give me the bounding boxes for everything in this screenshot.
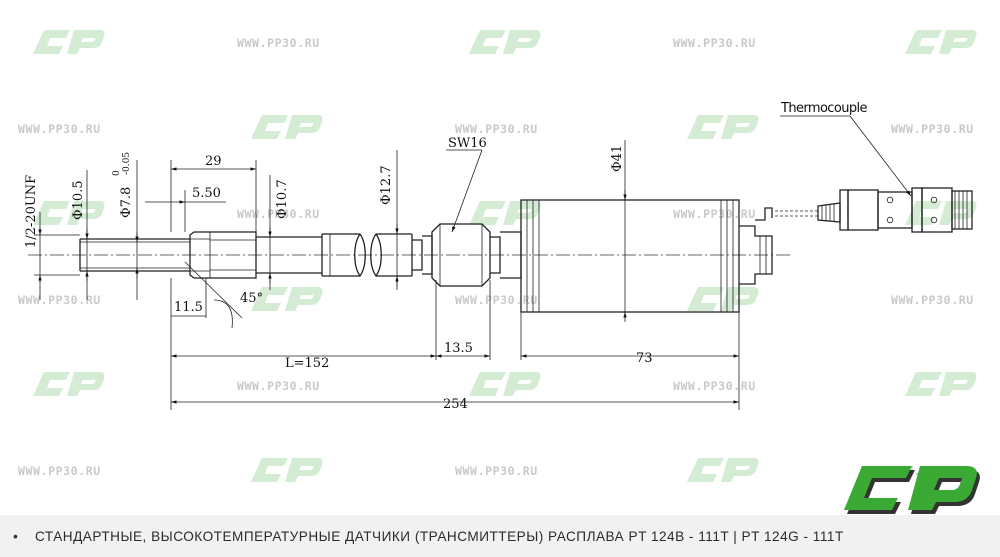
watermark-logo-icon bbox=[905, 201, 977, 225]
watermark-text: WWW.PP30.RU bbox=[237, 379, 320, 393]
watermark-text: WWW.PP30.RU bbox=[18, 122, 101, 136]
brand-logo-p bbox=[908, 466, 977, 510]
dim-29-label: 29 bbox=[205, 154, 222, 169]
watermark-logo-icon bbox=[905, 372, 977, 396]
footer-bar: • СТАНДАРТНЫЕ, ВЫСОКОТЕМПЕРАТУРНЫЕ ДАТЧИ… bbox=[0, 515, 1000, 557]
watermark-text: WWW.PP30.RU bbox=[673, 207, 756, 221]
dia-10-5-label: Φ10.5 bbox=[71, 180, 86, 220]
watermark-text: WWW.PP30.RU bbox=[18, 293, 101, 307]
watermark-text: WWW.PP30.RU bbox=[455, 293, 538, 307]
sw-label: SW16 bbox=[448, 136, 487, 151]
technical-drawing: WWW.PP30.RU WWW.PP30.RU WWW.PP30.RU WWW.… bbox=[18, 30, 977, 482]
watermark-logo-icon bbox=[469, 201, 541, 225]
dia-12-7-label: Φ12.7 bbox=[379, 165, 394, 205]
watermark-logo-icon bbox=[687, 115, 759, 139]
watermark-text: WWW.PP30.RU bbox=[18, 464, 101, 478]
watermark-text: WWW.PP30.RU bbox=[237, 36, 320, 50]
dimension-lines bbox=[34, 115, 912, 410]
watermark-logo-icon bbox=[33, 201, 105, 225]
watermark-text: WWW.PP30.RU bbox=[891, 122, 974, 136]
watermark-text: WWW.PP30.RU bbox=[673, 379, 756, 393]
footer-caption: СТАНДАРТНЫЕ, ВЫСОКОТЕМПЕРАТУРНЫЕ ДАТЧИКИ… bbox=[35, 528, 844, 544]
dia-10-7-label: Φ10.7 bbox=[275, 179, 290, 219]
brand-logo-icon bbox=[844, 466, 980, 514]
dim-13-5-label: 13.5 bbox=[444, 341, 473, 356]
footer-bullet: • bbox=[13, 528, 18, 544]
dia-41-label: Φ41 bbox=[610, 145, 625, 172]
watermark-text: WWW.PP30.RU bbox=[237, 207, 320, 221]
watermark-logo-icon bbox=[687, 458, 759, 482]
tol-lower-label: -0.05 bbox=[122, 152, 132, 175]
dim-L-label: L=152 bbox=[285, 356, 329, 371]
watermark-logo-icon bbox=[33, 30, 105, 54]
thread-label: 1/2-20UNF bbox=[24, 175, 39, 248]
watermark-logo-icon bbox=[469, 372, 541, 396]
watermark-layer: WWW.PP30.RU WWW.PP30.RU WWW.PP30.RU WWW.… bbox=[18, 30, 977, 482]
dia-7-8-label: Φ7.8 bbox=[119, 187, 134, 218]
thermocouple-label: Thermocouple bbox=[780, 101, 868, 116]
watermark-logo-icon bbox=[469, 30, 541, 54]
dim-11-5-label: 11.5 bbox=[174, 300, 203, 315]
sensor-outline bbox=[79, 187, 973, 313]
watermark-logo-icon bbox=[251, 458, 323, 482]
dim-254-label: 254 bbox=[443, 397, 468, 412]
dim-73-label: 73 bbox=[636, 351, 653, 366]
dim-5-50-label: 5.50 bbox=[192, 186, 221, 201]
watermark-text: WWW.PP30.RU bbox=[455, 122, 538, 136]
watermark-logo-icon bbox=[905, 30, 977, 54]
watermark-logo-icon bbox=[251, 115, 323, 139]
watermark-text: WWW.PP30.RU bbox=[455, 464, 538, 478]
watermark-text: WWW.PP30.RU bbox=[673, 36, 756, 50]
watermark-text: WWW.PP30.RU bbox=[891, 293, 974, 307]
tol-upper-label: 0 bbox=[112, 170, 122, 176]
dimension-labels: Thermocouple SW16 1/2-20UNF Φ10.5 Φ7.8 0… bbox=[24, 101, 868, 412]
watermark-logo-icon bbox=[687, 287, 759, 311]
angle-45-label: 45° bbox=[240, 291, 263, 306]
watermark-logo-icon bbox=[33, 372, 105, 396]
brand-logo-c bbox=[844, 466, 912, 510]
